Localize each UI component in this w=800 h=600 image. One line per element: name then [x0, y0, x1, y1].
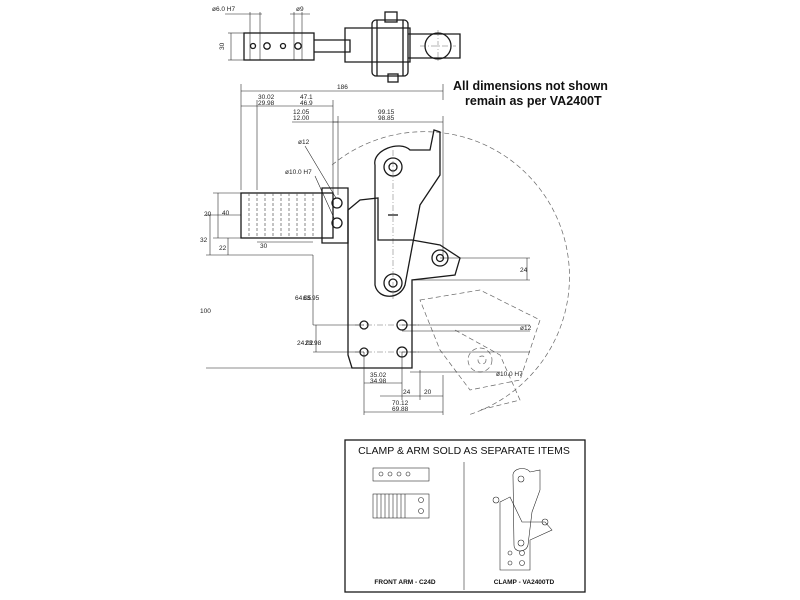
inset-title: CLAMP & ARM SOLD AS SEPARATE ITEMS	[358, 445, 570, 457]
height-b-label: 63.95	[303, 295, 320, 302]
total-height-label: 100	[200, 308, 211, 315]
offset-a-label: 12.05	[293, 109, 310, 116]
hole-pitch-b-label: 23.98	[305, 340, 322, 347]
reach-b-label: 46.9	[300, 100, 313, 107]
lower-label: 22	[219, 245, 227, 252]
offset-b-label: 12.00	[293, 115, 310, 122]
clamp-sketch	[492, 468, 553, 571]
arm-len-b-label: 29.98	[258, 100, 275, 107]
base-pin-dia-label: ø10.0 H7	[496, 371, 523, 378]
pivot-a-label: 99.15	[378, 109, 395, 116]
top-hole-dia-label: ø6.0 H7	[212, 6, 236, 13]
inset-box: CLAMP & ARM SOLD AS SEPARATE ITEMS FRONT…	[344, 439, 586, 593]
hole-pitch-a-label: 24.02	[297, 340, 314, 347]
pad-pitch-label: 30	[260, 243, 268, 250]
arm-pad-grooves	[248, 193, 314, 238]
front-arm-sketch	[372, 467, 430, 519]
width-a-label: 35.02	[370, 372, 387, 379]
dimension-note: All dimensions not shown remain as per V…	[453, 79, 608, 108]
top-height-label: 30	[219, 42, 226, 50]
front-arm-caption: FRONT ARM - C24D	[374, 579, 435, 586]
base-width-b-label: 69.88	[392, 406, 409, 413]
top-small-hole-label: ø9	[296, 6, 304, 13]
pad-height-label: 40	[222, 210, 230, 217]
top-view: ø6.0 H7 ø9 30	[212, 6, 461, 83]
base-width-a-label: 70.12	[392, 400, 409, 407]
main-view: 186 30.02 29.98 47.1 46.9 12.05 12.00 99…	[200, 84, 570, 416]
clamp-caption: CLAMP - VA2400TD	[494, 579, 555, 586]
note-line-1: All dimensions not shown	[453, 79, 608, 93]
pivot-dia-label: ø12	[298, 139, 310, 146]
pivot-b-label: 98.85	[378, 115, 395, 122]
reach-a-label: 47.1	[300, 94, 313, 101]
arm-len-a-label: 30.02	[258, 94, 275, 101]
drop-label: 32	[200, 237, 208, 244]
pin-dia-label: ø10.0 H7	[285, 169, 312, 176]
handle-offset-label: 24	[520, 267, 528, 274]
base-gap-2-label: 20	[424, 389, 432, 396]
base-gap-1-label: 24	[403, 389, 411, 396]
width-b-label: 34.98	[370, 378, 387, 385]
height-a-label: 64.05	[295, 295, 312, 302]
base-hole-dia-label: ø12	[520, 325, 532, 332]
note-line-2: remain as per VA2400T	[465, 94, 602, 108]
pad-height-inner-label: 20	[204, 211, 212, 218]
overall-length-label: 186	[337, 84, 348, 91]
